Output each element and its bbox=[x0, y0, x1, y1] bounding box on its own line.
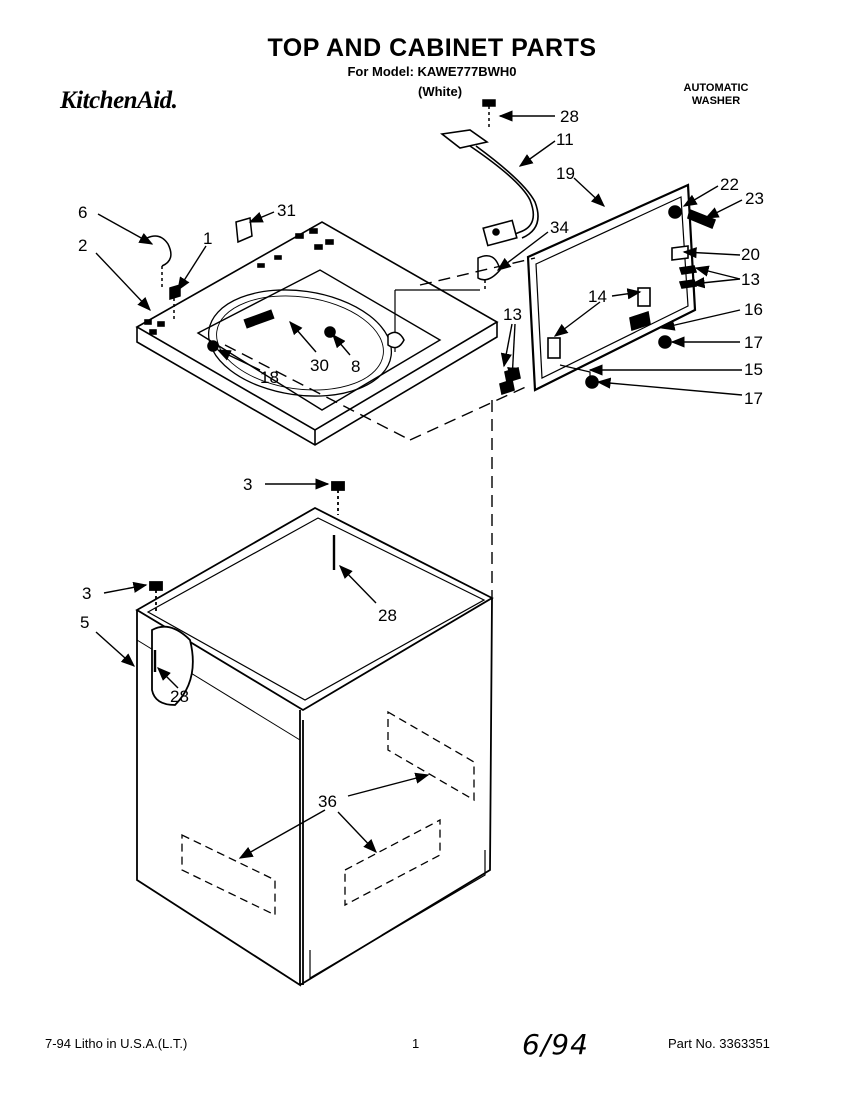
cabinet-pads bbox=[181, 710, 475, 917]
color-variant: (White) bbox=[418, 84, 463, 99]
callout-11: 11 bbox=[556, 130, 574, 149]
callout-30: 30 bbox=[310, 356, 329, 375]
callout-22: 22 bbox=[720, 175, 739, 194]
print-date: 7-94 Litho in U.S.A.(L.T.) bbox=[45, 1036, 188, 1051]
handwritten-note: 6/94 bbox=[522, 1028, 589, 1061]
callout-16: 16 bbox=[744, 300, 763, 319]
part-number: Part No. 3363351 bbox=[668, 1036, 770, 1051]
product-type-line2: WASHER bbox=[691, 95, 741, 107]
callout-28-middle: 28 bbox=[378, 606, 397, 625]
callout-31: 31 bbox=[277, 201, 296, 220]
callouts bbox=[95, 110, 743, 859]
callout-28-lower: 28 bbox=[170, 687, 189, 706]
callout-15: 15 bbox=[744, 360, 763, 379]
callout-18: 18 bbox=[260, 368, 279, 387]
callout-13-left: 13 bbox=[503, 305, 522, 324]
small-parts bbox=[146, 99, 501, 352]
callout-36: 36 bbox=[318, 792, 337, 811]
callout-6: 6 bbox=[78, 203, 87, 222]
alignment-lines bbox=[224, 257, 536, 600]
callout-14: 14 bbox=[588, 287, 607, 306]
page-number: 1 bbox=[412, 1036, 420, 1051]
callout-13-right: 13 bbox=[741, 270, 760, 289]
callout-2: 2 bbox=[78, 236, 87, 255]
callout-34: 34 bbox=[550, 218, 569, 237]
callout-23: 23 bbox=[745, 189, 764, 208]
page-title: TOP AND CABINET PARTS bbox=[267, 34, 597, 62]
model-line: For Model: KAWE777BWH0 bbox=[347, 64, 517, 79]
callout-17-lower: 17 bbox=[744, 389, 763, 408]
lid-switch-harness bbox=[440, 129, 539, 247]
callout-3-left: 3 bbox=[82, 584, 91, 603]
callout-20: 20 bbox=[741, 245, 760, 264]
washer-lid bbox=[499, 183, 717, 396]
callout-labels: 28 11 19 22 23 20 13 16 17 15 17 14 13 3… bbox=[78, 107, 764, 811]
callout-19: 19 bbox=[556, 164, 575, 183]
cabinet bbox=[135, 481, 494, 987]
product-type: AUTOMATIC WASHER bbox=[666, 82, 766, 108]
washer-top bbox=[135, 221, 499, 446]
product-type-line1: AUTOMATIC bbox=[683, 82, 749, 94]
callout-5: 5 bbox=[80, 613, 89, 632]
brand-logo: KitchenAid. bbox=[60, 87, 178, 114]
callout-8: 8 bbox=[351, 357, 360, 376]
callout-28-top: 28 bbox=[560, 107, 579, 126]
callout-17-upper: 17 bbox=[744, 333, 763, 352]
callout-3-top: 3 bbox=[243, 475, 252, 494]
callout-1: 1 bbox=[203, 229, 212, 248]
